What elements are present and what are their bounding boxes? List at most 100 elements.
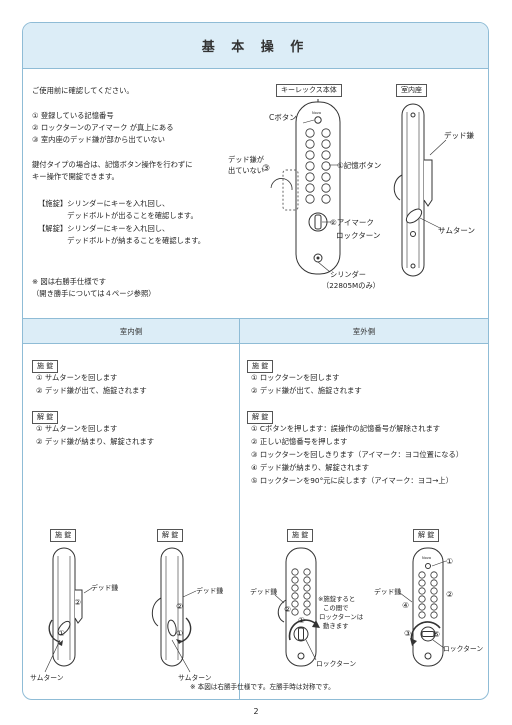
fig4-circle-4: ④ bbox=[402, 601, 409, 610]
keypad-button bbox=[321, 139, 331, 149]
indoor-lock-step: ② デッド鎌が出て、施錠されます bbox=[36, 386, 147, 395]
keypad-button bbox=[305, 172, 315, 182]
outdoor-lock-step: ② デッド鎌が出て、施錠されます bbox=[251, 386, 362, 395]
fig2-circle-1: ① bbox=[176, 629, 183, 638]
keypad-button bbox=[321, 150, 331, 160]
cylinder-model-label: （22805Mのみ） bbox=[322, 281, 380, 290]
key-op-line: 【解錠】シリンダーにキーを入れ回し、 bbox=[38, 224, 170, 233]
keypad-button bbox=[321, 161, 331, 171]
indoor-unlock-step: ② デッド鎌が納まり、解錠されます bbox=[36, 437, 155, 446]
keypad-button bbox=[303, 600, 311, 608]
fig4-outdoor-unlock: Nova ④ ① ② ③ ⑤ bbox=[399, 547, 453, 667]
fig4-circle-3: ③ bbox=[404, 629, 411, 638]
column-divider bbox=[239, 318, 240, 700]
fig3-note: この間で bbox=[323, 604, 349, 612]
outdoor-unlock-title: 解 錠 bbox=[247, 411, 274, 425]
indoor-unlock-title: 解 錠 bbox=[32, 411, 59, 425]
keypad-button bbox=[303, 568, 311, 576]
indoor-header: 室内側 bbox=[23, 318, 239, 344]
keypad-button bbox=[291, 576, 299, 584]
keypad-button bbox=[303, 576, 311, 584]
keypad-button bbox=[305, 194, 315, 204]
key-op-line: デッドボルトが納まることを確認します。 bbox=[38, 236, 206, 245]
footnote: ※ 図は右勝手仕様です bbox=[32, 277, 107, 286]
key-type-note: 鍵付タイプの場合は、記憶ボタン操作を行わずに bbox=[32, 160, 193, 169]
keypad-button bbox=[305, 128, 315, 138]
fig3-note: 動きます bbox=[323, 621, 349, 630]
indoor-seat-drawing bbox=[393, 103, 433, 277]
fig1-thumb-turn: サムターン bbox=[30, 673, 64, 682]
keypad-button bbox=[430, 595, 438, 603]
fig3-note: ※施錠すると bbox=[318, 594, 355, 603]
intro-lead: ご使用前に確認してください。 bbox=[32, 86, 134, 95]
fig2-dead-sickle: デッド鎌 bbox=[196, 586, 223, 595]
indoor-seat-label: 室内座 bbox=[396, 84, 427, 98]
keypad-button bbox=[430, 587, 438, 595]
keypad-button bbox=[303, 592, 311, 600]
fig4-circle-5: ⑤ bbox=[433, 630, 440, 639]
keypad-button bbox=[430, 571, 438, 579]
fig1-dead-sickle: デッド鎌 bbox=[91, 583, 118, 592]
page-frame: 基 本 操 作 bbox=[22, 22, 489, 700]
key-type-note: キー操作で開錠できます。 bbox=[32, 172, 119, 181]
keypad-button bbox=[305, 139, 315, 149]
outdoor-unlock-step: ① Cボタンを押します：誤操作の記憶番号が解除されます bbox=[251, 424, 441, 433]
fig2-indoor-unlock: ② ① bbox=[151, 547, 197, 673]
keypad-button bbox=[291, 600, 299, 608]
memory-button-label: ①記憶ボタン bbox=[337, 160, 381, 170]
fig1-title: 施 錠 bbox=[50, 529, 77, 543]
circle-3-label: ③ bbox=[262, 164, 270, 174]
indoor-unlock-step: ① サムターンを回します bbox=[36, 424, 118, 433]
lock-turn-label: ロックターン bbox=[336, 231, 380, 240]
keypad-button bbox=[418, 571, 426, 579]
keypad-button bbox=[321, 183, 331, 193]
keypad-button bbox=[291, 608, 299, 616]
indoor-header-text: 室内側 bbox=[119, 326, 143, 336]
cylinder-label: シリンダー bbox=[330, 270, 366, 279]
fig2-circle-2: ② bbox=[176, 602, 183, 611]
fig1-circle-1: ① bbox=[58, 629, 65, 638]
fig3-outdoor-lock: ② ① bbox=[274, 547, 320, 667]
keypad-button bbox=[303, 584, 311, 592]
key-op-line: 【施錠】シリンダーにキーを入れ回し、 bbox=[38, 199, 170, 208]
keypad-button bbox=[305, 183, 315, 193]
dead-sickle-label: デッド鎌 bbox=[444, 130, 474, 140]
keypad-button bbox=[321, 172, 331, 182]
thumb-turn-label: サムターン bbox=[438, 226, 475, 235]
outdoor-lock-title: 施 錠 bbox=[247, 360, 274, 374]
keypad-button bbox=[303, 608, 311, 616]
page-title: 基 本 操 作 bbox=[201, 40, 310, 55]
outdoor-header-text: 室外側 bbox=[352, 326, 376, 336]
keypad-button bbox=[291, 592, 299, 600]
keypad-button bbox=[305, 150, 315, 160]
keypad-button bbox=[418, 587, 426, 595]
fig4-title: 解 錠 bbox=[413, 529, 440, 543]
keypad-button bbox=[291, 568, 299, 576]
keypad-button bbox=[418, 579, 426, 587]
fig1-circle-2: ② bbox=[74, 598, 81, 607]
keypad-button bbox=[291, 584, 299, 592]
indoor-lock-title: 施 錠 bbox=[32, 360, 59, 374]
keyless-body-label: キーレックス本体 bbox=[276, 84, 342, 98]
fig3-dead-sickle: デッド鎌 bbox=[250, 587, 277, 596]
check-item: ② ロックターンのアイマーク が真上にある bbox=[32, 123, 174, 132]
fig2-thumb-turn: サムターン bbox=[178, 673, 212, 682]
key-op-line: デッドボルトが出ることを確認します。 bbox=[38, 211, 198, 220]
keypad-button bbox=[321, 128, 331, 138]
outdoor-unlock-step: ④ デッド鎌が納まり、解錠されます bbox=[251, 463, 370, 472]
keypad-button bbox=[321, 194, 331, 204]
fig3-lock-turn: ロックターン bbox=[316, 659, 356, 668]
fig2-title: 解 錠 bbox=[157, 529, 184, 543]
keypad-button bbox=[430, 611, 438, 619]
keypad-button bbox=[418, 603, 426, 611]
dead-not-out-label: 出ていない bbox=[228, 166, 264, 175]
fig4-circle-1: ① bbox=[446, 557, 453, 566]
fig4-brand: Nova bbox=[422, 556, 431, 560]
outdoor-unlock-step: ⑤ ロックターンを90°元に戻します（アイマーク：ヨコ→上） bbox=[251, 476, 454, 485]
outdoor-unlock-step: ② 正しい記憶番号を押します bbox=[251, 437, 348, 446]
fig1-indoor-lock: ② ① bbox=[44, 547, 93, 673]
bottom-note: ※ 本図は右勝手仕様です。左勝手時は対称です。 bbox=[190, 683, 335, 691]
keypad-button bbox=[305, 161, 315, 171]
